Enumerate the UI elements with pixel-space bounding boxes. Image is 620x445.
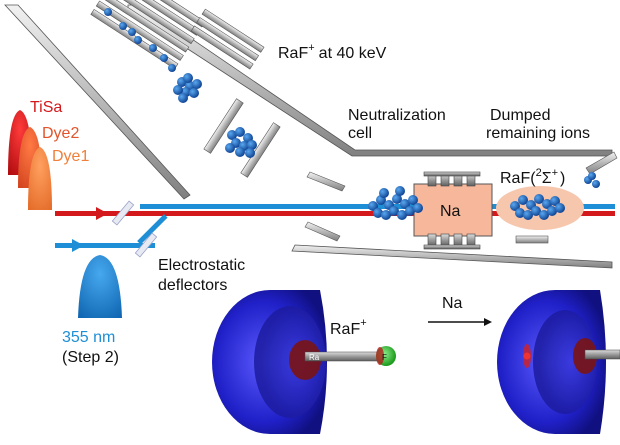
reaction-arrow: Na	[428, 295, 492, 326]
laser-355-label: 355 nm	[62, 329, 115, 346]
ion-beam-label: RaF+at 40 keV	[278, 42, 387, 62]
laser-step-label: (Step 2)	[62, 349, 119, 366]
mol-ion-label: RaF+	[330, 317, 367, 338]
molecule-neutral-illustration	[497, 290, 620, 434]
neutralization-cell	[413, 171, 493, 250]
pulse-355nm	[78, 255, 122, 318]
molecule-ion-illustration: Ra F RaF+	[212, 290, 396, 434]
atom-f-label: F	[382, 353, 387, 362]
ion-bunch-middle	[225, 127, 257, 158]
molecule-state-label: RaF(2Σ+)	[500, 167, 565, 187]
ion-bunch-neutralized	[510, 194, 565, 220]
pulse-dye1	[28, 147, 52, 210]
arrow-na-label: Na	[442, 295, 463, 312]
laser-dye2-label: Dye2	[42, 125, 79, 142]
atom-ra-label: Ra	[309, 353, 320, 362]
neutralization-label-2: cell	[348, 125, 372, 142]
dumped-label: Dumped	[490, 107, 550, 124]
neutralization-label: Neutralization	[348, 107, 446, 124]
labels: RaF+at 40 keV Neutralization cell Dumped…	[30, 42, 590, 366]
dumped-label-2: remaining ions	[486, 125, 590, 142]
ion-bunch-cell-entry	[368, 186, 423, 220]
laser-tisa-label: TiSa	[30, 99, 62, 116]
deflectors-label-2: deflectors	[158, 277, 227, 294]
ion-stream	[104, 8, 176, 72]
beam-mirrors	[111, 200, 158, 258]
exit-plates	[304, 151, 618, 244]
laser-dye1-label: Dye1	[52, 148, 89, 165]
ion-bunch-upper	[173, 73, 202, 103]
deflectors-label: Electrostatic	[158, 257, 245, 274]
sodium-label: Na	[440, 203, 461, 220]
laser-pulses	[8, 110, 122, 318]
dumped-ions	[584, 172, 600, 188]
